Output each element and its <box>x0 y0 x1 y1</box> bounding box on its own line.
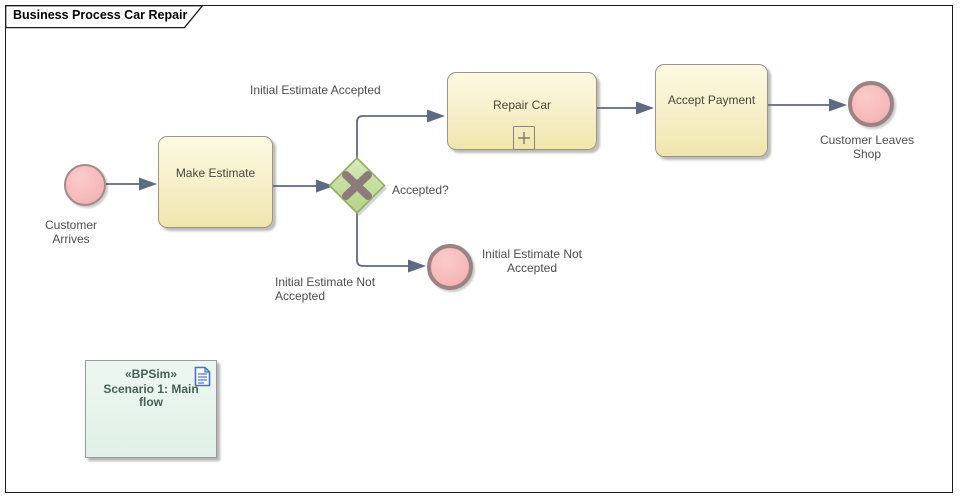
task-accept-payment[interactable]: Accept Payment <box>655 64 768 157</box>
end-event-not-accepted[interactable] <box>427 244 473 290</box>
task-make-estimate-label: Make Estimate <box>175 166 256 180</box>
subprocess-plus-icon[interactable] <box>513 126 535 150</box>
diagram-title: Business Process Car Repair <box>13 8 188 22</box>
task-repair-car[interactable]: Repair Car <box>447 72 597 150</box>
edge-label-initial-estimate-not-accepted: Initial Estimate Not Accepted <box>275 275 376 303</box>
flow-gateway-to-not-accepted-end[interactable] <box>356 213 426 273</box>
exclusive-gateway[interactable] <box>328 156 388 216</box>
end-event-not-accepted-label: Initial Estimate Not Accepted <box>481 247 583 275</box>
edge-label-initial-estimate-accepted: Initial Estimate Accepted <box>250 83 381 97</box>
diagram-title-tab <box>5 5 204 29</box>
start-event-customer-arrives[interactable] <box>64 164 106 206</box>
end-event-customer-leaves[interactable] <box>848 81 894 127</box>
flow-accept-payment-to-end[interactable] <box>768 98 847 112</box>
document-icon <box>194 366 211 387</box>
flow-repair-car-to-accept-payment[interactable] <box>597 101 654 115</box>
task-repair-car-label: Repair Car <box>492 98 552 112</box>
start-event-label: Customer Arrives <box>44 218 97 246</box>
gateway-label: Accepted? <box>392 183 449 197</box>
task-accept-payment-label: Accept Payment <box>667 93 756 107</box>
flow-gateway-to-repair-car[interactable] <box>356 109 445 159</box>
plus-glyph <box>518 132 530 144</box>
gateway-x-icon <box>342 171 372 200</box>
bpsim-name: Scenario 1: Main flow <box>103 381 199 409</box>
end-event-customer-leaves-label: Customer Leaves Shop <box>819 133 915 161</box>
bpsim-scenario-artifact[interactable]: «BPSim» Scenario 1: Main flow <box>85 360 217 458</box>
flow-start-to-make-estimate[interactable] <box>106 177 157 191</box>
bpsim-stereotype: «BPSim» <box>124 367 178 381</box>
flow-make-estimate-to-gateway[interactable] <box>273 179 334 193</box>
task-make-estimate[interactable]: Make Estimate <box>158 136 273 228</box>
